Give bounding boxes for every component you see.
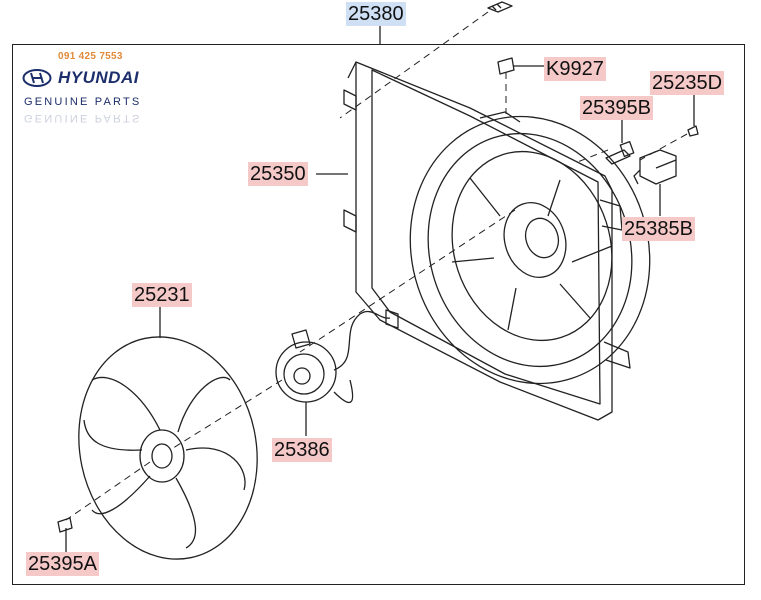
bolt-a-shape (57, 517, 73, 552)
fan-blade-shape (78, 306, 258, 560)
callout-fan[interactable]: 25231 (132, 283, 192, 307)
diagram-frame (12, 44, 745, 585)
callout-shroud[interactable]: 25350 (248, 162, 308, 186)
brand-logo: HYUNDAI (22, 68, 139, 88)
callout-bolt-b[interactable]: 25395B (580, 96, 653, 120)
bolt-b-shape (605, 118, 635, 165)
callout-clip[interactable]: K9927 (544, 57, 606, 81)
fan-motor-shape (275, 309, 399, 436)
hyundai-logo-icon (22, 69, 52, 87)
callout-screw-d[interactable]: 25235D (650, 71, 725, 95)
brand-name: HYUNDAI (58, 68, 139, 87)
brand-tagline: GENUINE PARTS (24, 96, 142, 108)
assembly-axis-lines (65, 11, 688, 521)
top-screw-shape (487, 1, 513, 13)
clip-shape (497, 57, 544, 75)
phone-number: 091 425 7553 (58, 51, 123, 62)
resistor-shape (633, 149, 677, 216)
callout-resistor[interactable]: 25385B (622, 217, 695, 241)
callout-motor[interactable]: 25386 (272, 438, 332, 462)
callout-assembly[interactable]: 25380 (346, 2, 406, 26)
screw-d-shape (687, 94, 699, 137)
brand-tagline-reflection: GENUINE PARTS (24, 112, 142, 124)
fan-shroud-shape (343, 61, 651, 421)
callout-bolt-a[interactable]: 25395A (26, 552, 99, 576)
